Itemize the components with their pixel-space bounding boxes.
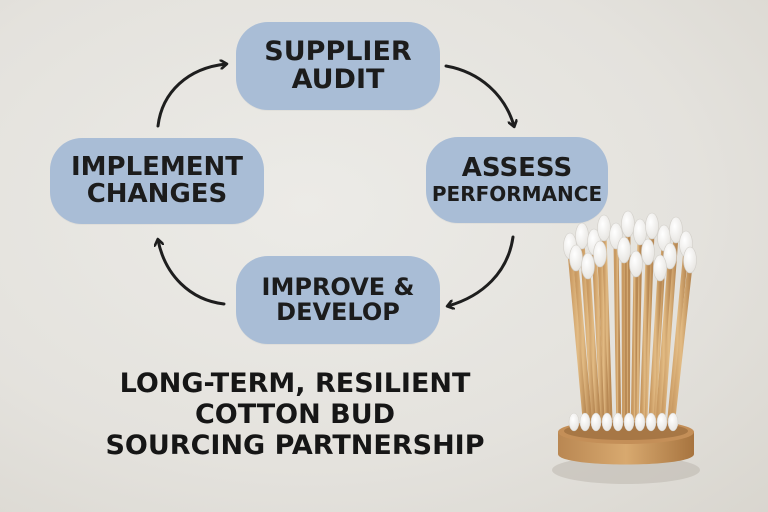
arrow-audit-to-assess (444, 64, 514, 126)
arrow-improve-to-implement (158, 240, 226, 306)
headline-line: COTTON BUD (194, 399, 396, 430)
headline: LONG-TERM, RESILIENT COTTON BUD SOURCING… (100, 368, 490, 461)
node-label: CHANGES (86, 179, 228, 209)
arrow-assess-to-improve (448, 235, 515, 306)
cotton-bud-holder-image (552, 210, 700, 484)
node-label: AUDIT (291, 64, 385, 95)
node-improve-develop: IMPROVE & DEVELOP (236, 256, 440, 344)
node-label: SUPPLIER (264, 35, 412, 67)
node-assess-performance: ASSESS PERFORMANCE (426, 137, 608, 223)
arrow-implement-to-audit (156, 64, 226, 128)
headline-line: LONG-TERM, RESILIENT (119, 368, 471, 399)
node-label: DEVELOP (276, 298, 400, 326)
node-implement-changes: IMPLEMENT CHANGES (50, 138, 264, 224)
headline-line: SOURCING PARTNERSHIP (105, 430, 485, 461)
node-label: IMPLEMENT (70, 151, 244, 182)
node-label: PERFORMANCE (431, 182, 603, 207)
node-label: ASSESS (461, 152, 573, 183)
node-supplier-audit: SUPPLIER AUDIT (236, 22, 440, 110)
cotton-buds (563, 210, 697, 429)
node-label: IMPROVE & (261, 272, 415, 301)
